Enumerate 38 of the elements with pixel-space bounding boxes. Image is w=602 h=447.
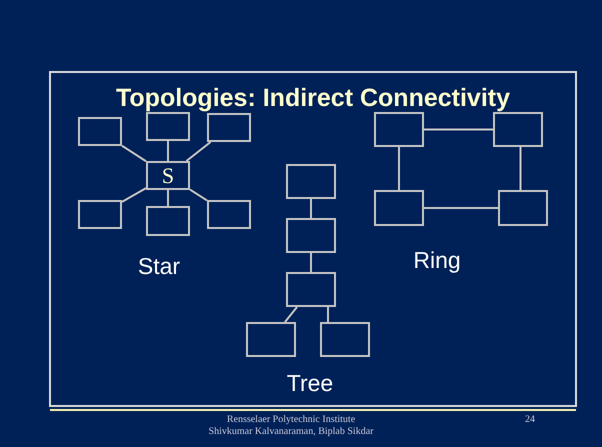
- slide-title: Topologies: Indirect Connectivity: [114, 84, 511, 113]
- empty-box: [207, 200, 251, 229]
- connector-line: [167, 141, 169, 161]
- empty-box: [286, 164, 336, 199]
- empty-box: [246, 322, 296, 357]
- connector-line: [284, 306, 298, 323]
- footer-text: Shivkumar Kalvanaraman, Biplab Sikdar: [208, 426, 374, 437]
- empty-box: [493, 112, 543, 147]
- connector-line: [189, 188, 208, 202]
- switch-box: [146, 161, 190, 190]
- empty-box: [207, 113, 251, 142]
- empty-box: [146, 112, 190, 141]
- empty-box: [286, 272, 336, 307]
- page-number: 24: [525, 414, 535, 425]
- connector-line: [310, 253, 312, 272]
- empty-box: [78, 200, 122, 229]
- connector-line: [186, 141, 212, 162]
- node-label: S: [162, 164, 174, 186]
- connector-line: [424, 128, 493, 130]
- empty-box: [498, 190, 548, 226]
- empty-box: [286, 218, 336, 253]
- topology-label: Star: [138, 253, 180, 280]
- connector-line: [121, 144, 147, 162]
- empty-box: [374, 190, 424, 226]
- connector-line: [122, 187, 146, 203]
- connector-line: [424, 207, 498, 209]
- connector-line: [398, 147, 400, 190]
- connector-line: [310, 199, 312, 218]
- connector-line: [520, 147, 522, 190]
- empty-box: [320, 322, 370, 357]
- connector-line: [167, 190, 169, 206]
- connector-line: [327, 307, 329, 322]
- topology-label: Ring: [413, 247, 461, 274]
- footer-text: Rensselaer Polytechnic Institute: [226, 414, 356, 425]
- empty-box: [78, 117, 122, 146]
- empty-box: [374, 112, 424, 147]
- empty-box: [146, 206, 190, 236]
- topology-label: Tree: [286, 370, 334, 397]
